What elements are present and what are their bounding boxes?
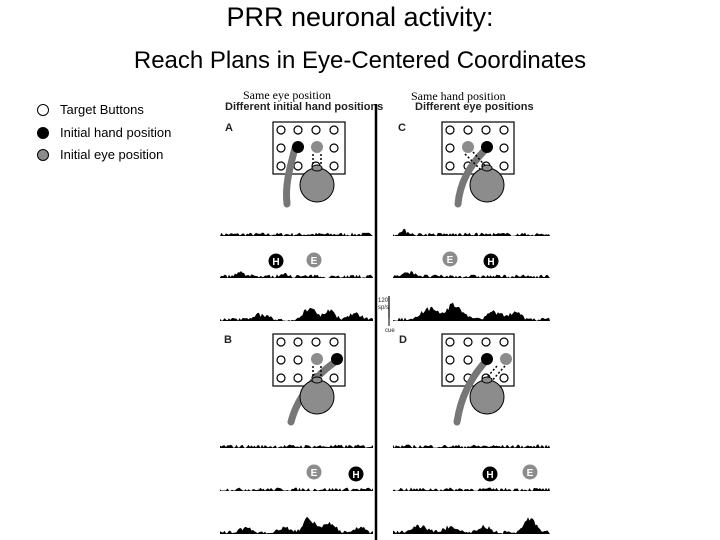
histogram-trace	[220, 307, 373, 321]
panel-label-c: C	[398, 122, 406, 134]
gaze-lines	[312, 366, 322, 378]
eye-badge	[306, 464, 322, 480]
open-circle-icon	[37, 104, 49, 116]
marker-row-bottom-left: E H	[306, 464, 364, 482]
marker-row-bottom-right: H E	[482, 464, 538, 482]
histogram-trace	[393, 487, 550, 491]
eye-marker	[462, 141, 474, 153]
hand-badge-text: H	[352, 470, 359, 481]
panel-a-diagram	[272, 121, 346, 208]
eye-marker	[500, 353, 512, 365]
panel-d-diagram	[441, 333, 515, 426]
eye-badge	[442, 251, 458, 267]
slide-subtitle: Reach Plans in Eye-Centered Coordinates	[133, 47, 587, 74]
histogram-trace	[220, 232, 373, 236]
histogram-trace	[393, 271, 550, 278]
scale-unit: sp/s	[378, 305, 389, 311]
neuron-figure: H E E H E H H E 120 sp/s cue	[220, 104, 550, 540]
panel-b-diagram	[272, 333, 346, 426]
arm-shape	[283, 144, 299, 208]
legend-label: Target Buttons	[60, 102, 144, 117]
hand-badge-text: H	[272, 257, 279, 268]
filled-gray-circle-icon	[37, 149, 49, 161]
marker-row-top-right: E H	[442, 251, 499, 269]
histogram-trace	[393, 302, 550, 321]
scale-value: 120	[378, 298, 389, 304]
left-column-header: Same eye position	[243, 88, 331, 102]
right-column-subheader: Different eye positions	[415, 101, 534, 113]
eye-badge-text: E	[527, 468, 534, 479]
hand-badge	[483, 253, 499, 269]
eye-badge	[522, 464, 538, 480]
panel-label-b: B	[224, 334, 232, 346]
hand-marker	[481, 353, 493, 365]
target-buttons	[276, 337, 339, 383]
histogram-trace	[220, 487, 373, 491]
histogram-trace	[220, 444, 373, 448]
eye-marker	[311, 141, 323, 153]
panel-c-diagram	[441, 121, 515, 208]
filled-black-circle-icon	[37, 127, 49, 139]
right-column-header: Same hand position	[411, 89, 506, 103]
eye-badge-text: E	[447, 255, 454, 266]
panel-label-a: A	[225, 122, 233, 134]
spike-histograms	[220, 228, 550, 534]
histogram-trace	[220, 271, 373, 278]
eye-badge	[306, 252, 322, 268]
marker-row-top-left: H E	[268, 252, 322, 269]
gaze-lines	[312, 154, 322, 166]
hand-marker	[481, 141, 493, 153]
panel-label-d: D	[399, 334, 407, 346]
left-column-subheader: Different initial hand positions	[225, 101, 384, 113]
hand-badge	[268, 253, 284, 269]
head-shape	[469, 379, 505, 415]
eye-marker	[311, 353, 323, 365]
hand-badge-text: H	[487, 257, 494, 268]
histogram-trace	[393, 228, 550, 236]
legend-label: Initial hand position	[60, 125, 172, 140]
histogram-trace	[393, 517, 550, 534]
hand-badge	[482, 466, 498, 482]
head-shape	[469, 167, 505, 203]
eye-badge-text: E	[311, 256, 318, 267]
target-buttons	[276, 125, 339, 171]
scale-bar: 120 sp/s cue	[378, 296, 395, 334]
hand-badge	[348, 466, 364, 482]
hand-badge-text: H	[486, 470, 493, 481]
head-shape	[299, 379, 335, 415]
cue-label: cue	[385, 328, 395, 334]
arm-shape	[454, 146, 489, 208]
hand-marker	[331, 353, 343, 365]
eye-badge-text: E	[311, 468, 318, 479]
histogram-trace	[393, 444, 550, 448]
hand-marker	[292, 141, 304, 153]
head-shape	[299, 167, 335, 203]
legend-label: Initial eye position	[60, 147, 164, 162]
histogram-trace	[220, 516, 373, 534]
slide-title: PRR neuronal activity:	[226, 2, 494, 32]
arm-shape	[453, 358, 489, 426]
